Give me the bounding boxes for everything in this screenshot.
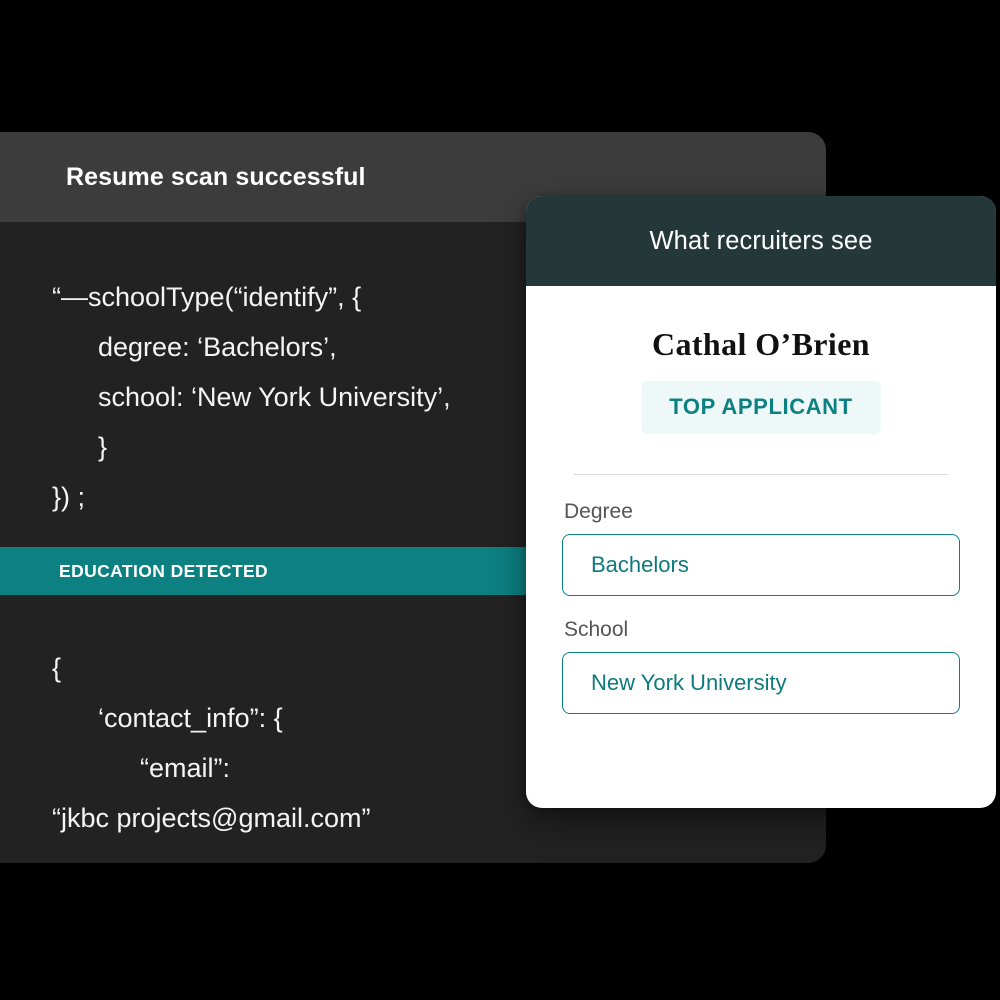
applicant-name: Cathal O’Brien	[651, 326, 871, 362]
education-detected-label: EDUCATION DETECTED	[59, 560, 269, 581]
code-line: school: ‘New York University’,	[98, 382, 451, 412]
recruiter-preview-card: What recruiters see Cathal O’Brien TOP A…	[526, 196, 996, 808]
code-line: {	[52, 653, 62, 683]
code-line: ‘contact_info”: {	[98, 703, 283, 733]
recruiter-card-title: What recruiters see	[649, 226, 873, 255]
school-input[interactable]: New York University	[562, 652, 960, 714]
recruiter-card-header: What recruiters see	[526, 196, 996, 286]
degree-input[interactable]: Bachelors	[562, 534, 960, 596]
code-line: degree: ‘Bachelors’,	[98, 332, 337, 362]
degree-field-label: Degree	[564, 500, 633, 523]
degree-field-group: Degree Bachelors	[562, 500, 960, 596]
school-field-label: School	[564, 618, 629, 641]
code-line: “email”:	[140, 753, 231, 783]
badge-row: TOP APPLICANT	[562, 381, 960, 434]
code-card-title: Resume scan successful	[66, 162, 366, 191]
code-line: “—schoolType(“identify”, {	[52, 282, 362, 312]
section-divider	[574, 474, 948, 475]
code-line: }) ;	[52, 482, 86, 512]
top-applicant-status-badge: TOP APPLICANT	[641, 381, 881, 434]
code-line: “jkbc projects@gmail.com”	[52, 803, 371, 833]
code-body-bottom: { ‘contact_info”: { “email”: “jkbc proje…	[0, 595, 826, 843]
degree-input-value: Bachelors	[591, 552, 689, 577]
school-input-value: New York University	[591, 670, 787, 695]
school-field-group: School New York University	[562, 618, 960, 714]
code-body-top: “—schoolType(“identify”, { degree: ‘Bach…	[0, 222, 826, 522]
code-line: }	[98, 432, 108, 462]
recruiter-card-body: Cathal O’Brien TOP APPLICANT Degree Bach…	[526, 326, 996, 714]
